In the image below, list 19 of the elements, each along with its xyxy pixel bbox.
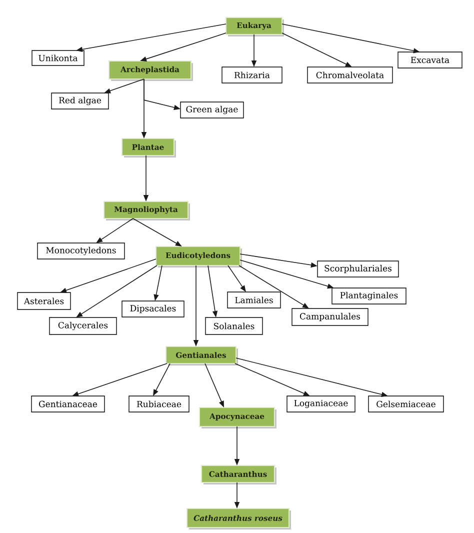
taxon-box: Gentianaceae [31,396,105,412]
taxon-box: Asterales [17,292,71,310]
taxon-box: Loganiaceae [286,396,356,412]
taxon-box: Excavata [398,52,462,68]
taxon-box: Chromalveolata [307,66,393,84]
taxon-box: Rubiaceae [128,396,190,412]
taxon-box: Scorphulariales [317,260,399,278]
taxon-box: Red algae [51,92,109,110]
taxon-box: Solanales [205,317,263,335]
taxon-box: Campanulales [292,308,368,326]
taxon-box: Dipsacales [122,300,184,318]
taxon-box: Unikonta [32,50,84,66]
taxon-box: Plantaginales [332,288,406,304]
taxon-box: Monocotyledons [37,242,125,260]
taxon-box: Green algae [180,102,244,118]
taxon-box: Lamiales [227,292,281,308]
taxon-box: Gelsemiaceae [368,396,444,412]
taxon-box: Rhizaria [222,66,282,84]
taxon-box: Calycerales [49,317,117,335]
